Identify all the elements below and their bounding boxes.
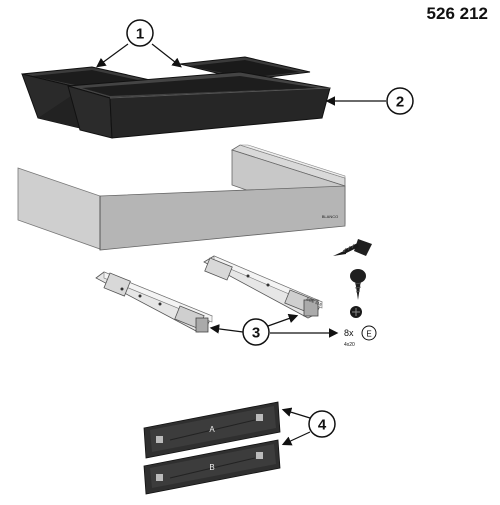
callout-3: 3 [209, 313, 339, 346]
runner-marking: EGE 516 [306, 296, 324, 307]
mounting-plate-a: A [143, 401, 281, 459]
plate-b-label: B [209, 463, 214, 472]
callout-4-label: 4 [318, 417, 327, 434]
screw-type-marker: E [366, 330, 371, 339]
brand-mark: BLANCO [322, 214, 338, 219]
callout-1: 1 [96, 19, 182, 68]
screw-size: 4x20 [344, 342, 355, 348]
screw-head-icon [350, 306, 362, 318]
drawer-runner-left [95, 271, 213, 333]
plate-a-label: A [209, 425, 215, 434]
screw-side-view [333, 239, 372, 256]
callout-1-label: 1 [136, 26, 144, 43]
screw-quantity: 8x [344, 328, 354, 338]
mounting-plate-b: B [143, 439, 281, 495]
bin-insert-trays [21, 56, 331, 139]
callout-3-label: 3 [252, 325, 260, 342]
callout-2: 2 [325, 87, 414, 115]
product-number: 526 212 [426, 4, 488, 23]
screw-set: 8x 4x20 E [333, 239, 377, 348]
front-tray [67, 71, 331, 139]
callout-4: 4 [281, 407, 336, 446]
screw-angled-view [350, 269, 366, 300]
drawer-runner-right: EGE 516 [203, 255, 324, 319]
callout-2-label: 2 [396, 94, 404, 111]
drawer-box: BLANCO [17, 144, 346, 251]
